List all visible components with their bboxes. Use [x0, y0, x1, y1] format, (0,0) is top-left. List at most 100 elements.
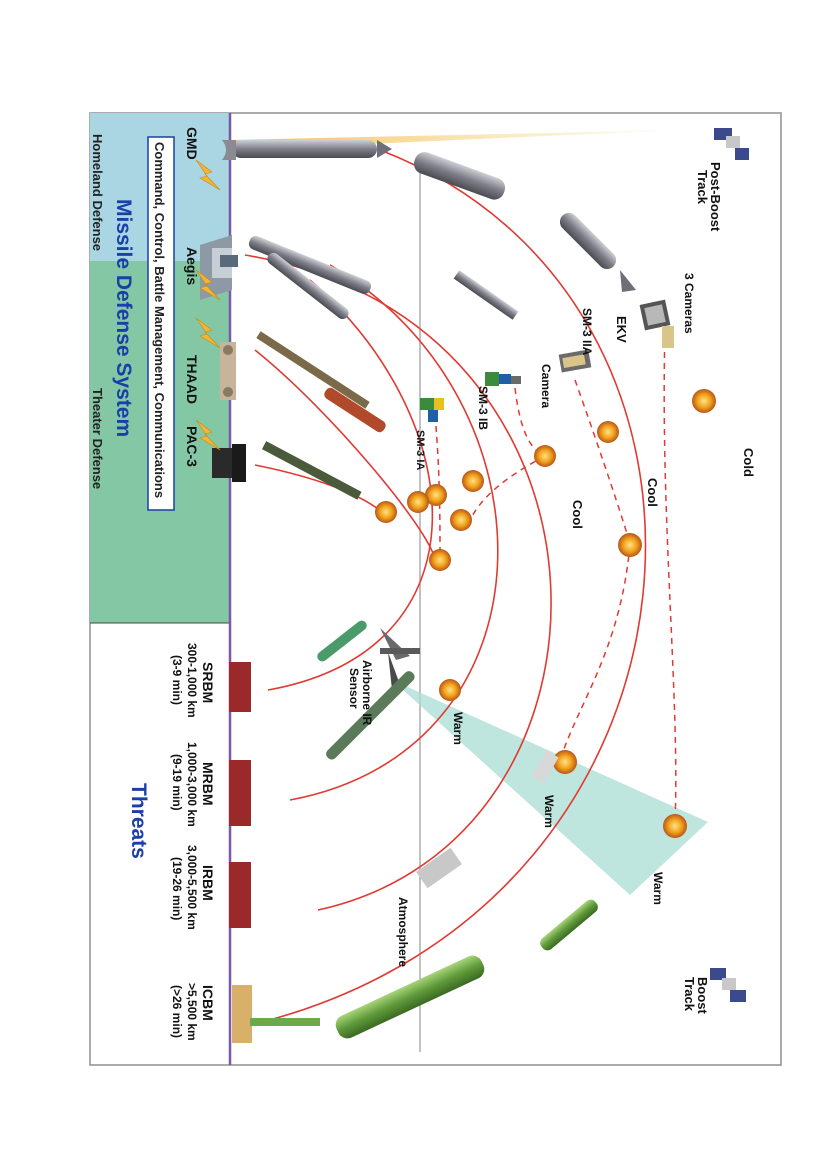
- icbm-booster: [335, 955, 485, 1039]
- irbm-time: (19-26 min): [170, 857, 184, 920]
- mrbm-reentry: [531, 750, 559, 784]
- icbm-range: >5,500 km: [185, 983, 199, 1041]
- sm3-iia-upper-missile: [453, 270, 592, 373]
- atmosphere-label: Atmosphere: [396, 897, 410, 967]
- irbm-reentry: [416, 847, 462, 889]
- icbm-upper-stage: [540, 899, 598, 951]
- thaad-label: THAAD: [184, 355, 200, 404]
- threat-launchers: [229, 662, 320, 1043]
- cool-lower-arc: [559, 544, 631, 761]
- lightning-icon: [195, 269, 221, 301]
- irbm-range: 3,000-5,500 km: [185, 845, 199, 930]
- sm3-iia-upper-label: SM-3 IIA: [580, 308, 594, 356]
- intercept-burst: [663, 814, 687, 838]
- sm3-ib-arc: [469, 455, 546, 521]
- thaad-trajectory: [254, 349, 436, 561]
- airborne-ir-label-line2: Sensor: [347, 668, 361, 709]
- irbm-trajectory: [244, 254, 552, 911]
- boost-track-label-line2: Track: [682, 977, 697, 1012]
- lightning-icon: [195, 159, 221, 191]
- ekv-vehicle: [639, 299, 674, 348]
- intercept-burst: [429, 549, 451, 571]
- mrbm-range: 1,000-3,000 km: [185, 742, 199, 827]
- srbm-missile: [317, 620, 367, 662]
- intercept-burst: [618, 533, 642, 557]
- intercept-burst: [450, 509, 472, 531]
- intercept-burst: [375, 501, 397, 523]
- sm3-aegis-missile: [248, 235, 372, 320]
- pac3-launcher: [212, 444, 246, 482]
- intercept-burst: [692, 389, 716, 413]
- sm3-ia-kill-vehicle: [420, 398, 444, 422]
- post-boost-satellite: [714, 128, 749, 160]
- intercept-burst: [425, 484, 447, 506]
- camera-label: Camera: [539, 364, 553, 408]
- intercept-burst: [534, 445, 556, 467]
- thaad-interceptor: [256, 331, 386, 433]
- three-cameras-label: 3 Cameras: [682, 273, 696, 334]
- post-boost-track-label-line1: Post-Boost: [708, 162, 723, 232]
- threat-irbm: IRBM 3,000-5,500 km (19-26 min): [170, 845, 216, 930]
- mrbm-name: MRBM: [200, 762, 216, 806]
- intercept-burst: [407, 491, 429, 513]
- threat-mrbm: MRBM 1,000-3,000 km (9-19 min): [170, 742, 216, 827]
- sm3-ib-kill-vehicle: [485, 372, 521, 386]
- intercept-points: [375, 389, 716, 838]
- intercept-burst: [553, 750, 577, 774]
- srbm-trajectory: [267, 279, 434, 691]
- camera-arc: [514, 387, 546, 457]
- phase-cold-label: Cold: [741, 448, 756, 477]
- lightning-icon: [195, 317, 221, 349]
- airborne-ir-label-line1: Airborne IR: [360, 660, 374, 726]
- phase-warm-3-label: Warm: [651, 872, 665, 905]
- gmd-interceptor: [222, 140, 636, 292]
- srbm-name: SRBM: [200, 662, 216, 703]
- system-title: Missile Defense System: [112, 199, 135, 437]
- irbm-launcher: [229, 862, 251, 928]
- threats-title: Threats: [127, 783, 150, 859]
- theater-defense-label: Theater Defense: [90, 388, 105, 489]
- mrbm-launcher: [229, 760, 251, 826]
- boost-satellite: [710, 968, 746, 1002]
- threat-icbm: ICBM >5,500 km (>26 min): [170, 983, 216, 1041]
- threat-srbm: SRBM 300-1,000 km (3-9 min): [170, 643, 216, 718]
- srbm-launcher: [229, 662, 251, 712]
- ekv-arc: [663, 329, 677, 823]
- thaad-launcher: [220, 342, 236, 400]
- homeland-defense-label: Homeland Defense: [90, 134, 105, 251]
- intercept-burst: [462, 470, 484, 492]
- icbm-time: (>26 min): [170, 985, 184, 1038]
- intercept-burst: [597, 421, 619, 443]
- pac3-interceptor: [261, 441, 362, 500]
- icbm-name: ICBM: [200, 985, 216, 1021]
- phase-cool-lower-label: Cool: [570, 500, 585, 529]
- threat-missiles-in-flight: [317, 620, 598, 1039]
- c2bmc-box: [147, 136, 175, 511]
- srbm-time: (3-9 min): [170, 655, 184, 705]
- phase-cool-upper-label: Cool: [645, 478, 660, 507]
- sm3-ia-label: SM-3 IA: [414, 430, 426, 470]
- srbm-range: 300-1,000 km: [185, 643, 199, 718]
- ekv-label: EKV: [614, 316, 629, 343]
- boost-track-label-line1: Boost: [695, 977, 710, 1015]
- lightning-icon: [195, 419, 221, 451]
- mrbm-time: (9-19 min): [170, 754, 184, 811]
- phase-warm-2-label: Warm: [542, 795, 556, 828]
- comms-lightning-icons: [195, 159, 221, 451]
- icbm-launch-missile: [250, 1018, 320, 1026]
- airborne-ir-cone: [392, 680, 708, 895]
- sm3-ib-label: SM-3 IB: [476, 386, 490, 430]
- mrbm-missile: [326, 671, 415, 760]
- aegis-ship: [200, 235, 238, 300]
- aegis-label: Aegis: [184, 247, 200, 285]
- mrbm-trajectory: [289, 264, 499, 801]
- pac3-label: PAC-3: [184, 426, 200, 467]
- post-boost-track-label-line2: Track: [695, 170, 710, 205]
- icbm-silo: [232, 985, 252, 1043]
- intercept-burst: [439, 679, 461, 701]
- gmd-label: GMD: [184, 127, 200, 160]
- phase-warm-1-label: Warm: [451, 712, 465, 745]
- irbm-name: IRBM: [200, 865, 216, 901]
